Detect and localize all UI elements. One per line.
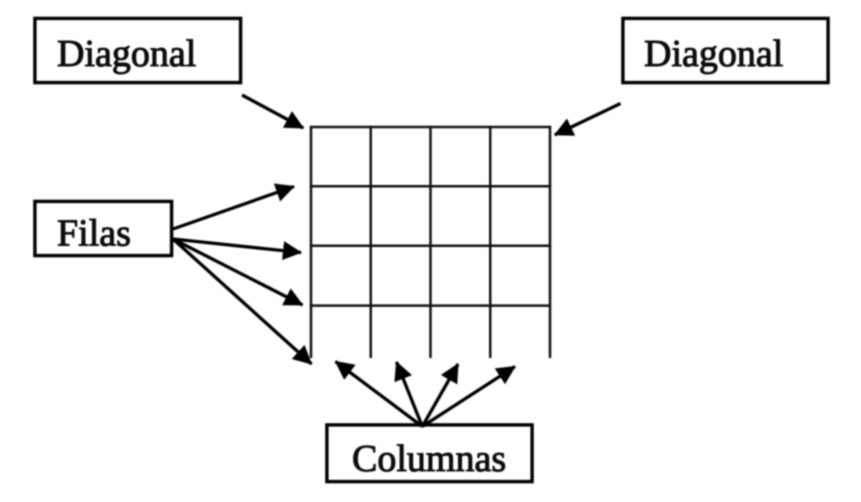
svg-text:Filas: Filas [57,213,131,255]
svg-text:Diagonal: Diagonal [644,33,783,75]
svg-text:Diagonal: Diagonal [57,33,196,75]
svg-text:Columnas: Columnas [352,438,506,480]
